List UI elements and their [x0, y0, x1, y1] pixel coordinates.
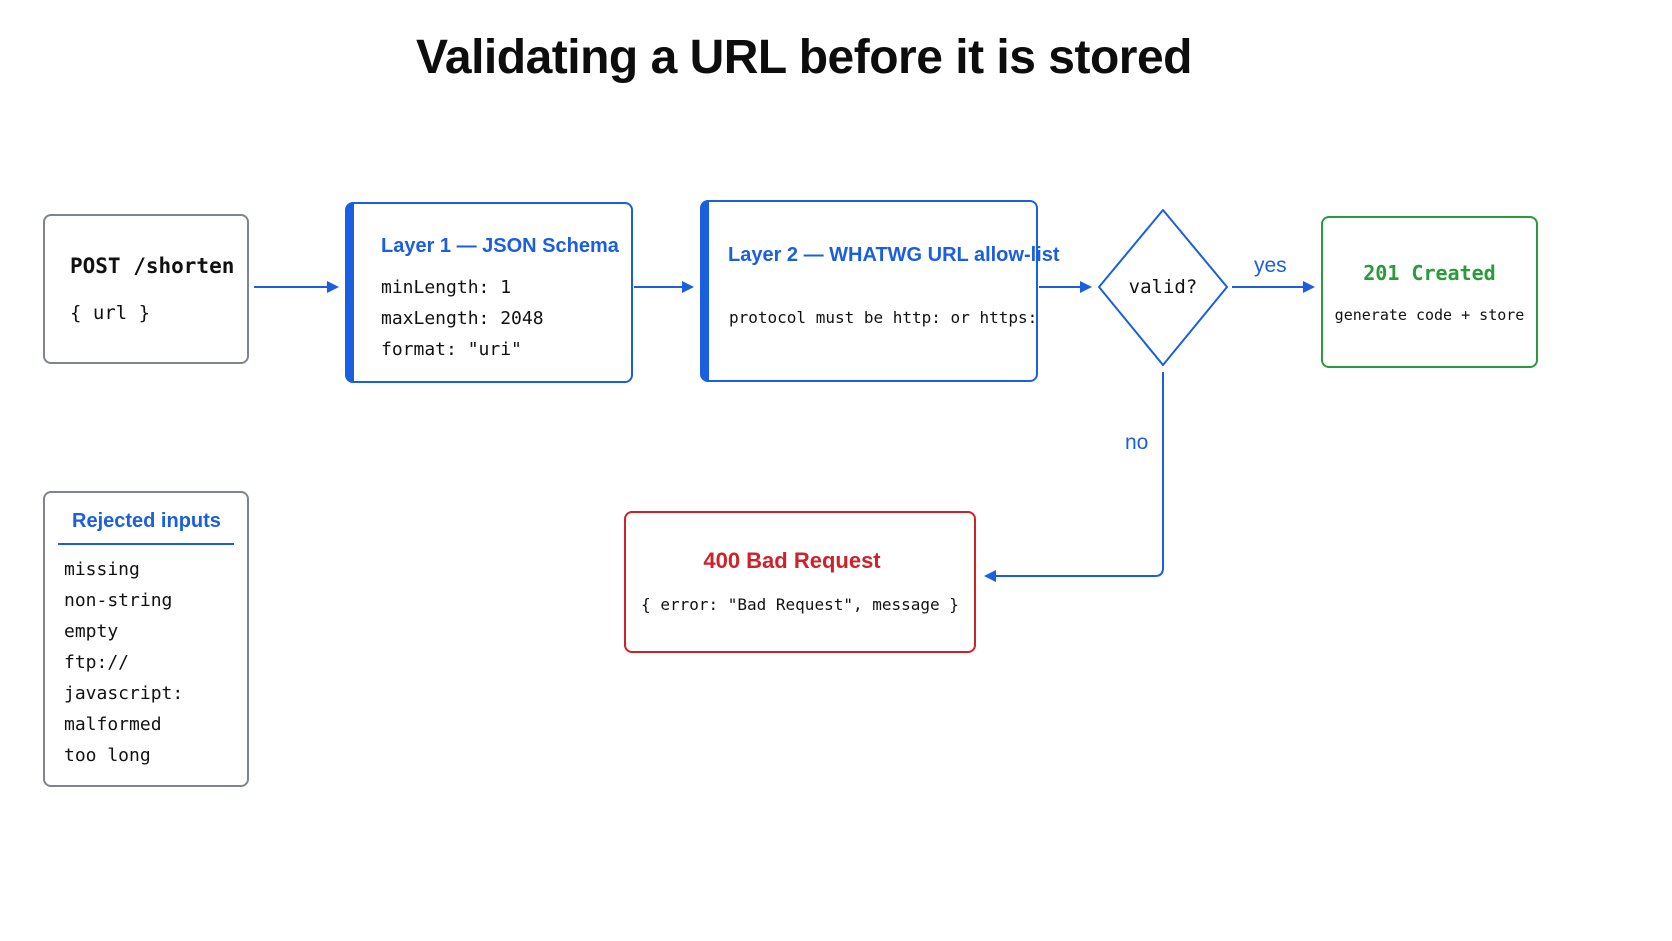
diagram-title: Validating a URL before it is stored	[416, 31, 1192, 84]
layer1-rule: maxLength: 2048	[381, 308, 544, 329]
layer1-rule: minLength: 1	[381, 277, 512, 298]
layer1-rule: format: "uri"	[381, 339, 522, 360]
no-label: no	[1125, 431, 1149, 454]
rejected-heading-underline	[58, 543, 234, 545]
success-heading: 201 Created	[1363, 261, 1496, 285]
layer1-box: Layer 1 — JSON Schema minLength: 1 maxLe…	[345, 202, 633, 383]
success-box: 201 Created generate code + store	[1321, 216, 1538, 368]
failure-heading: 400 Bad Request	[703, 548, 881, 573]
layer2-rule: protocol must be http: or https:	[729, 308, 1038, 327]
success-detail: generate code + store	[1334, 306, 1525, 324]
failure-box: 400 Bad Request { error: "Bad Request", …	[624, 511, 976, 653]
rejected-inputs-heading: Rejected inputs	[72, 510, 221, 532]
rejected-item: empty	[64, 621, 119, 642]
rejected-item: malformed	[64, 714, 162, 735]
rejected-item: non-string	[64, 590, 173, 611]
failure-detail: { error: "Bad Request", message }	[641, 595, 959, 614]
rejected-item: javascript:	[64, 683, 184, 704]
rejected-item: missing	[64, 559, 140, 580]
arrow-no-to-failure	[984, 372, 1164, 582]
layer2-heading: Layer 2 — WHATWG URL allow-list	[728, 244, 1060, 266]
decision-diamond	[1098, 209, 1228, 366]
request-body: { url }	[70, 302, 151, 324]
layer2-box: Layer 2 — WHATWG URL allow-list protocol…	[700, 200, 1060, 382]
rejected-inputs-box: Rejected inputs missing non-string empty…	[43, 491, 249, 787]
rejected-item: ftp://	[64, 652, 130, 673]
rejected-item: too long	[64, 745, 151, 766]
decision-label: valid?	[1128, 276, 1198, 298]
flow-connectors	[254, 209, 1315, 582]
layer1-heading: Layer 1 — JSON Schema	[381, 235, 619, 257]
request-method-path: POST /shorten	[70, 254, 235, 278]
request-box: POST /shorten { url }	[43, 214, 249, 364]
yes-label: yes	[1254, 254, 1287, 277]
